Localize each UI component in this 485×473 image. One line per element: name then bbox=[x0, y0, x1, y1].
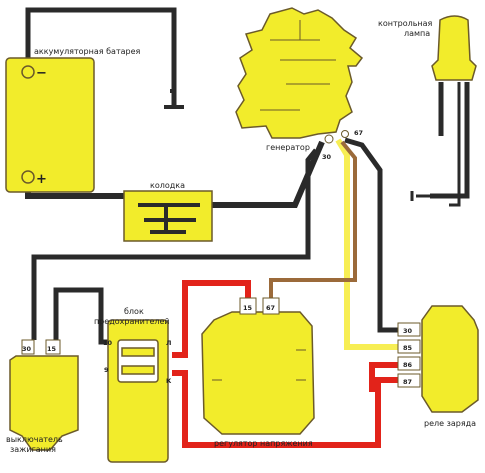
generator-terminal-67 bbox=[341, 130, 349, 138]
generator: 30 67 генератор bbox=[235, 7, 364, 161]
relay-pins: 30 85 86 87 bbox=[397, 322, 421, 388]
ground-symbol bbox=[164, 89, 184, 109]
regulator-pin-15-label: 15 bbox=[243, 304, 253, 312]
battery-body bbox=[5, 57, 95, 193]
control-lamp-body bbox=[431, 15, 477, 81]
wire-lamp-ground bbox=[430, 82, 470, 199]
fuse-2 bbox=[121, 365, 155, 375]
ignition-pin-15-label: 15 bbox=[47, 345, 57, 353]
wires bbox=[25, 7, 470, 448]
relay-pin-30 bbox=[397, 322, 421, 337]
battery-positive-label: + bbox=[36, 172, 47, 187]
ignition-switch: 30 15 выключатель зажигания bbox=[6, 339, 79, 454]
generator-label: генератор bbox=[266, 143, 310, 152]
battery: − + аккумуляторная батарея bbox=[5, 47, 141, 193]
battery-negative-terminal bbox=[21, 65, 35, 79]
wire-generator67-to-relay85 bbox=[335, 138, 398, 350]
ignition-label-1: выключатель bbox=[6, 435, 63, 444]
wire-relay86-loop bbox=[369, 362, 398, 392]
fuse-terminal-L: Л bbox=[166, 339, 171, 347]
control-lamp-label-2: лампа bbox=[404, 29, 430, 38]
regulator-pin-67 bbox=[262, 297, 280, 315]
relay-pin-85 bbox=[397, 339, 421, 354]
fuse-terminal-10: 10 bbox=[103, 339, 113, 347]
regulator-pin-67-label: 67 bbox=[266, 304, 275, 312]
battery-label: аккумуляторная батарея bbox=[34, 47, 141, 56]
relay-pin-87-label: 87 bbox=[403, 378, 412, 386]
ignition-switch-body bbox=[9, 355, 79, 451]
battery-positive-terminal bbox=[21, 170, 35, 184]
wire-lamp-to-relay86-b bbox=[449, 82, 461, 207]
generator-detail bbox=[260, 20, 336, 111]
voltage-regulator-body bbox=[201, 311, 315, 435]
charge-relay-body bbox=[421, 305, 479, 413]
fuse-1 bbox=[121, 347, 155, 357]
wire-connector-to-generator bbox=[212, 140, 325, 208]
charge-relay: 30 85 86 87 реле заряда bbox=[397, 305, 479, 428]
ignition-pin-30 bbox=[21, 339, 35, 355]
fuse-block-label-1: блок bbox=[124, 307, 144, 316]
connector-block-label: колодка bbox=[150, 181, 185, 190]
ignition-label-2: зажигания bbox=[10, 445, 56, 454]
regulator-pin-15 bbox=[239, 297, 257, 315]
wire-fuse-to-relay87 bbox=[172, 370, 398, 448]
generator-body bbox=[235, 7, 364, 139]
voltage-regulator-detail bbox=[212, 349, 306, 381]
wire-fuse-to-regulator15 bbox=[172, 280, 251, 358]
wire-generator-to-ignition bbox=[31, 148, 318, 340]
wire-generator-to-relay30 bbox=[344, 137, 398, 333]
wire-ignition-to-fuse bbox=[53, 287, 114, 345]
relay-pin-30-label: 30 bbox=[403, 327, 413, 335]
generator-pin-67-label: 67 bbox=[354, 129, 363, 137]
relay-pin-85-label: 85 bbox=[403, 344, 413, 352]
generator-pin-30-label: 30 bbox=[322, 153, 332, 161]
wire-battery-ground bbox=[25, 7, 177, 107]
ignition-pin-15 bbox=[45, 339, 61, 355]
fuse-block: 10 9 Л К блок предохранителей bbox=[94, 307, 172, 463]
wire-generator67-to-regulator67 bbox=[269, 140, 357, 298]
relay-pin-87 bbox=[397, 373, 421, 388]
voltage-regulator-label: регулятор напряжения bbox=[214, 439, 313, 448]
generator-terminal-30 bbox=[324, 134, 334, 144]
charge-relay-label: реле заряда bbox=[424, 419, 476, 428]
battery-negative-label: − bbox=[36, 66, 47, 81]
connector-block: колодка bbox=[123, 181, 213, 242]
fuse-terminal-9: 9 bbox=[104, 366, 109, 374]
relay-pin-86-label: 86 bbox=[403, 361, 413, 369]
fuse-block-label-2: предохранителей bbox=[94, 317, 170, 326]
ignition-pin-30-label: 30 bbox=[22, 345, 32, 353]
control-lamp: контрольная лампа bbox=[378, 15, 477, 81]
fuse-terminal-K: К bbox=[166, 377, 172, 385]
connector-block-contacts bbox=[138, 203, 200, 234]
fuse-block-window bbox=[117, 339, 159, 383]
wire-lamp-ground-symbol bbox=[410, 191, 432, 201]
control-lamp-label-1: контрольная bbox=[378, 19, 433, 28]
voltage-regulator: 15 67 регулятор напряжения bbox=[201, 297, 315, 448]
relay-pin-86 bbox=[397, 356, 421, 371]
